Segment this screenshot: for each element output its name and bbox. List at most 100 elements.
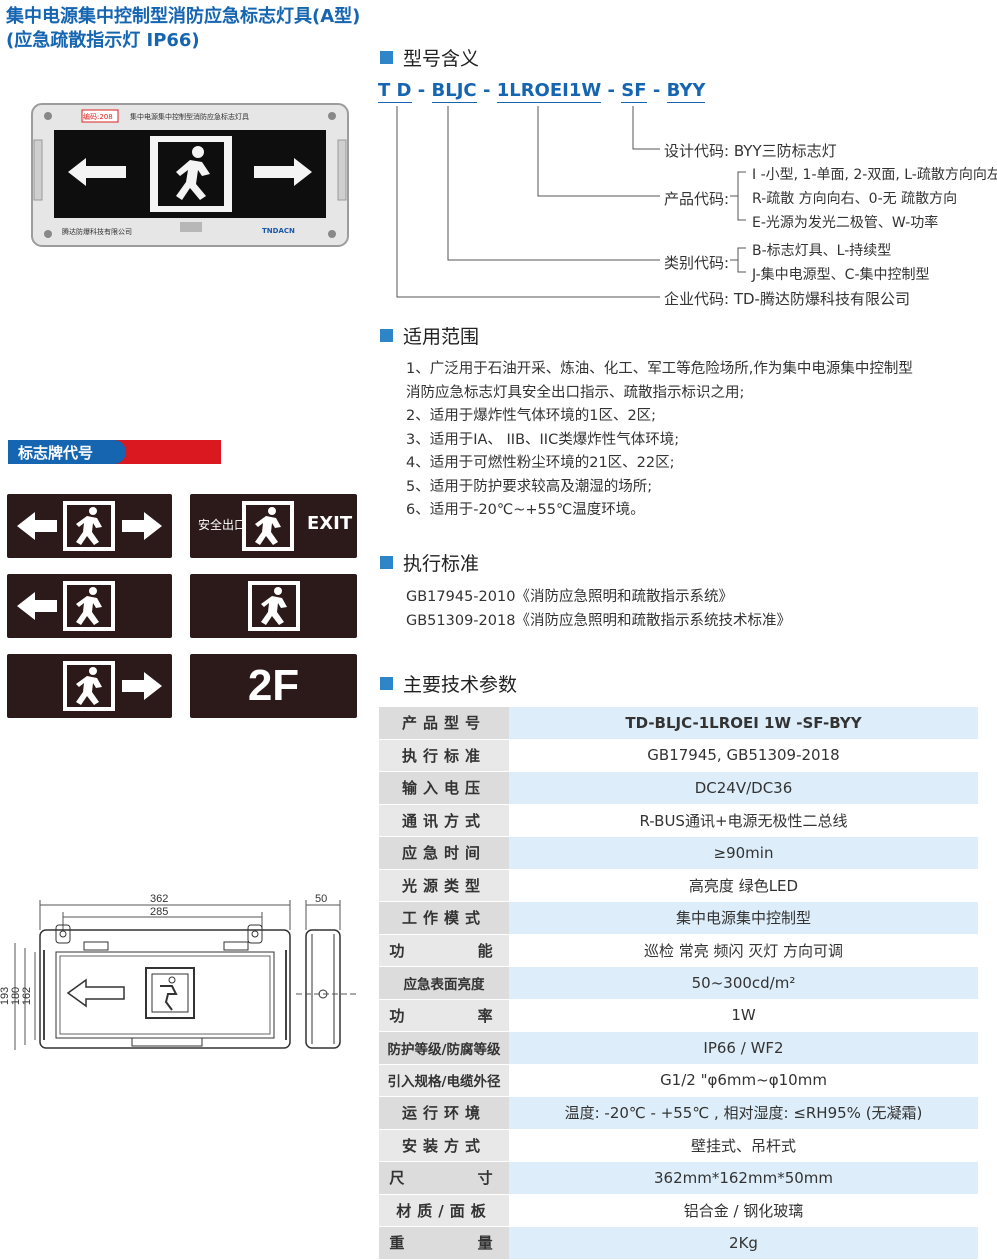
product-code-line: I -小型, 1-单面, 2-双面, L-疏散方向向左	[752, 167, 997, 183]
product-code-label: 产品代码:	[664, 190, 730, 208]
section-model-meaning: 型号含义	[380, 44, 479, 71]
spec-key: 引入规格/电缆外径	[379, 1064, 509, 1097]
spec-key: 功 能	[379, 934, 509, 967]
sign-code-bar: 标志牌代号	[8, 440, 221, 464]
scope-line: 4、适用于可燃性粉尘环境的21区、22区;	[406, 455, 675, 471]
section-square-icon	[380, 556, 393, 569]
scope-line: 5、适用于防护要求较高及潮湿的场所;	[406, 478, 653, 495]
category-code-line: J-集中电源型、C-集中控制型	[752, 267, 930, 283]
spec-key: 执行标准	[379, 739, 509, 772]
spec-value: 集中电源集中控制型	[509, 901, 978, 935]
spec-key: 材质/面板	[379, 1194, 509, 1227]
maker-label: 腾达防爆科技有限公司	[62, 228, 132, 236]
table-row: 安装方式壁挂式、吊杆式	[379, 1129, 978, 1162]
section-specs: 主要技术参数	[380, 670, 517, 697]
standard-line: GB17945-2010《消防应急照明和疏散指示系统》	[406, 589, 733, 605]
spec-value: ≥90min	[509, 836, 978, 870]
spec-key: 功 率	[379, 999, 509, 1032]
spec-key: 光源类型	[379, 869, 509, 902]
section-scope: 适用范围	[380, 322, 479, 349]
spec-key: 防护等级/防腐等级	[379, 1031, 509, 1065]
category-code-line: B-标志灯具、L-持续型	[752, 243, 892, 259]
table-row: 材质/面板铝合金 / 钢化玻璃	[379, 1194, 978, 1227]
spec-value: GB17945, GB51309-2018	[509, 739, 978, 772]
panel-title: 集中电源集中控制型消防应急标志灯具	[130, 113, 249, 121]
spec-value: 1W	[509, 999, 978, 1032]
company-code: 企业代码: TD-腾达防爆科技有限公司	[664, 290, 910, 308]
model-sep: -	[607, 80, 615, 101]
spec-key: 应急表面亮度	[379, 966, 509, 1000]
standard-line: GB51309-2018《消防应急照明和疏散指示系统技术标准》	[406, 612, 791, 629]
model-sep: -	[652, 80, 661, 101]
section-square-icon	[380, 51, 393, 64]
model-part-bljc: BLJC	[431, 80, 477, 103]
standards-list: GB17945-2010《消防应急照明和疏散指示系统》 GB51309-2018…	[406, 586, 791, 633]
product-code-line: R-疏散 方向向右、0-无 疏散方向	[752, 191, 958, 207]
spec-key: 应急时间	[379, 836, 509, 870]
scope-list: 1、广泛用于石油开采、炼油、化工、军工等危险场所,作为集中电源集中控制型 消防应…	[406, 358, 913, 523]
spec-key: 工作模式	[379, 901, 509, 935]
scope-line: 2、适用于爆炸性气体环境的1区、2区;	[406, 408, 657, 424]
spec-value: 温度: -20℃ - +55℃ , 相对湿度: ≤RH95% (无凝霜)	[509, 1096, 978, 1130]
product-code-line: E-光源为发光二极管、W-功率	[752, 215, 939, 231]
dim-50: 50	[315, 893, 328, 905]
spec-value: 巡检 常亮 频闪 灭灯 方向可调	[509, 934, 978, 967]
table-row: 功 能巡检 常亮 频闪 灭灯 方向可调	[379, 934, 978, 967]
spec-value: 壁挂式、吊杆式	[509, 1129, 978, 1162]
spec-value: G1/2 "φ6mm~φ10mm	[509, 1064, 978, 1097]
brand-label: TNDACN	[262, 227, 295, 235]
dim-162: 162	[21, 986, 34, 1006]
sign-left-arrow	[7, 574, 172, 638]
page-title-line1: 集中电源集中控制型消防应急标志灯具(A型)	[6, 6, 361, 27]
spec-key: 安装方式	[379, 1129, 509, 1162]
model-part-td: T D	[378, 80, 412, 103]
sign-exit-figure	[190, 574, 357, 638]
model-sep: -	[417, 80, 426, 101]
spec-value: 2Kg	[509, 1226, 978, 1260]
spec-value: 铝合金 / 钢化玻璃	[509, 1194, 978, 1227]
spec-value: 高亮度 绿色LED	[509, 869, 978, 902]
code-badge: 编码:208	[83, 113, 113, 121]
sign-exit-cn: 安全出口	[198, 518, 247, 532]
product-photo	[30, 100, 350, 250]
section-square-icon	[380, 677, 393, 690]
section-title: 主要技术参数	[403, 674, 518, 696]
section-title: 适用范围	[403, 326, 480, 348]
model-connector-lines	[380, 100, 997, 310]
sign-floor: 2F	[190, 654, 357, 718]
page-title-line2: (应急疏散指示灯 IP66)	[6, 30, 200, 51]
section-square-icon	[380, 329, 393, 342]
sign-right-arrow	[7, 654, 172, 718]
spec-key: 重 量	[379, 1226, 509, 1260]
table-row: 应急时间≥90min	[379, 836, 978, 870]
dimension-drawing	[0, 890, 365, 1070]
sign-exit-text: 安全出口 EXIT	[190, 494, 357, 558]
sign-both-arrows	[7, 494, 172, 558]
sign-exit-en: EXIT	[307, 513, 353, 534]
model-sep: -	[482, 80, 491, 101]
dim-285: 285	[150, 906, 169, 918]
section-title: 型号含义	[403, 48, 480, 70]
scope-line: 1、广泛用于石油开采、炼油、化工、军工等危险场所,作为集中电源集中控制型	[406, 361, 913, 377]
scope-line: 消防应急标志灯具安全出口指示、疏散指示标识之用;	[406, 384, 745, 401]
section-title: 执行标准	[403, 553, 480, 575]
table-row: 工作模式集中电源集中控制型	[379, 901, 978, 935]
dim-362: 362	[150, 893, 169, 905]
sign-code-label: 标志牌代号	[18, 443, 94, 462]
sign-floor-text: 2F	[247, 661, 300, 710]
model-part-sf: SF	[621, 80, 647, 103]
scope-line: 3、适用于IA、 IIB、IIC类爆炸性气体环境;	[406, 431, 680, 448]
table-row: 运行环境温度: -20℃ - +55℃ , 相对湿度: ≤RH95% (无凝霜)	[379, 1096, 978, 1130]
category-code-label: 类别代码:	[664, 254, 730, 272]
